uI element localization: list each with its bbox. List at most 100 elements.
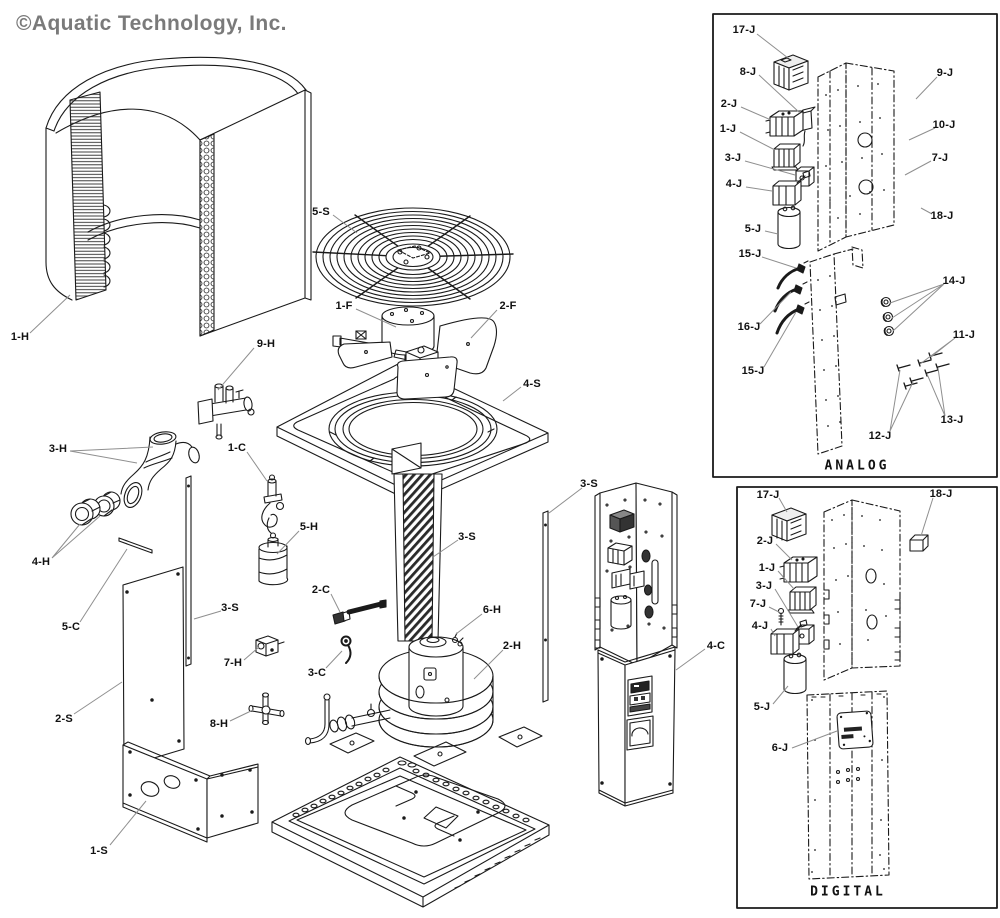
label-main-2C: 2-C [311,584,331,596]
corner-cover-art [597,646,676,807]
compressor-assembly-art [304,632,543,767]
label-digital-7J: 7-J [749,598,767,610]
rod-art [118,537,153,554]
label-main-1H: 1-H [10,331,30,343]
digital-relay-17J [771,507,807,542]
label-main-9H: 9-H [256,338,276,350]
center-post-art [393,473,443,642]
label-main-7H: 7-H [223,657,243,669]
digital-panel-box [736,486,998,909]
small-sensor-art [340,635,352,664]
label-analog-12J: 12-J [868,430,892,442]
label-digital-18J: 18-J [929,488,953,500]
analog-contactor-4J [772,170,811,206]
label-main-3S-right-strip: 3-S [580,478,598,490]
analog-screws-11J-12J-13J [896,352,950,390]
analog-panel-box [712,13,998,478]
analog-lower-bracket-art [809,246,864,455]
label-analog-14J: 14-J [942,275,966,287]
left-trim-strip-art [185,475,192,667]
leader-lines [29,33,956,846]
label-analog-9J: 9-J [936,67,954,79]
analog-relay-17J [773,54,809,91]
copyright-title: ©Aquatic Technology, Inc. [16,12,287,35]
label-analog-17J: 17-J [732,24,756,36]
label-main-3S-post: 3-S [458,531,476,543]
digital-relay-3J [795,624,815,645]
label-analog-13J: 13-J [940,414,964,426]
digital-caption: DIGITAL [810,884,886,900]
digital-screw-7J [777,607,785,626]
fan-grille-art [312,207,514,307]
digital-control-board-6J [836,710,874,750]
cross-fitting-art [248,692,285,726]
equipment-panel-art [594,482,678,666]
label-main-5H: 5-H [299,521,319,533]
label-main-1C: 1-C [227,442,247,454]
digital-bracket-art [823,499,901,681]
label-digital-5J: 5-J [753,701,771,713]
label-analog-8J: 8-J [739,66,757,78]
access-panel-art [122,741,259,843]
label-analog-5J: 5-J [744,223,762,235]
digital-contactor-4J [770,619,808,655]
label-main-3H: 3-H [48,443,68,455]
union-fittings-art [70,491,121,526]
label-digital-17J: 17-J [756,489,780,501]
label-main-3S-left-strip: 3-S [221,602,239,614]
expansion-valve-art [261,474,285,534]
label-main-2H: 2-H [502,640,522,652]
temp-sensor-art [332,599,387,625]
label-analog-1J: 1-J [719,123,737,135]
analog-caption: ANALOG [824,458,890,474]
label-digital-4J: 4-J [751,620,769,632]
label-digital-3J: 3-J [755,580,773,592]
label-analog-7J: 7-J [931,152,949,164]
label-main-8H: 8-H [209,718,229,730]
base-pan-art [271,756,550,908]
analog-capacitor-5J [777,205,801,250]
label-main-2S: 2-S [55,713,73,725]
label-main-5S: 5-S [312,206,330,218]
label-main-1F: 1-F [335,300,353,312]
label-analog-10J: 10-J [932,119,956,131]
label-analog-15J-a: 15-J [738,248,762,260]
digital-contactor-1J [787,586,817,614]
pvc-elbow-art [120,431,200,508]
digital-capacitor-5J [783,652,807,695]
digital-block-18J [909,534,929,552]
analog-grommets-14J [880,296,895,337]
label-digital-2J: 2-J [756,535,774,547]
valve-assembly-art [197,383,255,440]
label-analog-11J: 11-J [952,329,976,341]
label-main-4S: 4-S [523,378,541,390]
label-analog-2J: 2-J [720,98,738,110]
right-trim-strip-art [542,510,549,703]
analog-sensors-15J-16J [773,260,810,335]
small-valve-art [255,635,285,657]
label-analog-15J-b: 15-J [741,365,765,377]
digital-transformer-2J [779,556,818,583]
analog-bracket-details [825,83,885,219]
side-panel-art [122,566,185,768]
label-analog-16J: 16-J [737,321,761,333]
analog-contactor-1J [771,143,801,171]
label-main-4H: 4-H [31,556,51,568]
label-analog-4J: 4-J [725,178,743,190]
label-analog-18J: 18-J [930,210,954,222]
label-main-2F: 2-F [499,300,517,312]
label-analog-3J: 3-J [724,152,742,164]
label-digital-6J: 6-J [771,742,789,754]
analog-transformer-2J [765,110,804,137]
digital-flat-panel-art [806,690,890,880]
label-main-4C: 4-C [706,640,726,652]
label-main-6H: 6-H [482,604,502,616]
filter-drier-art [258,532,289,586]
analog-bracket-art [817,62,895,252]
label-digital-1J: 1-J [758,562,776,574]
label-main-5C: 5-C [61,621,81,633]
evaporator-coil-art [45,56,312,337]
label-main-3C: 3-C [307,667,327,679]
